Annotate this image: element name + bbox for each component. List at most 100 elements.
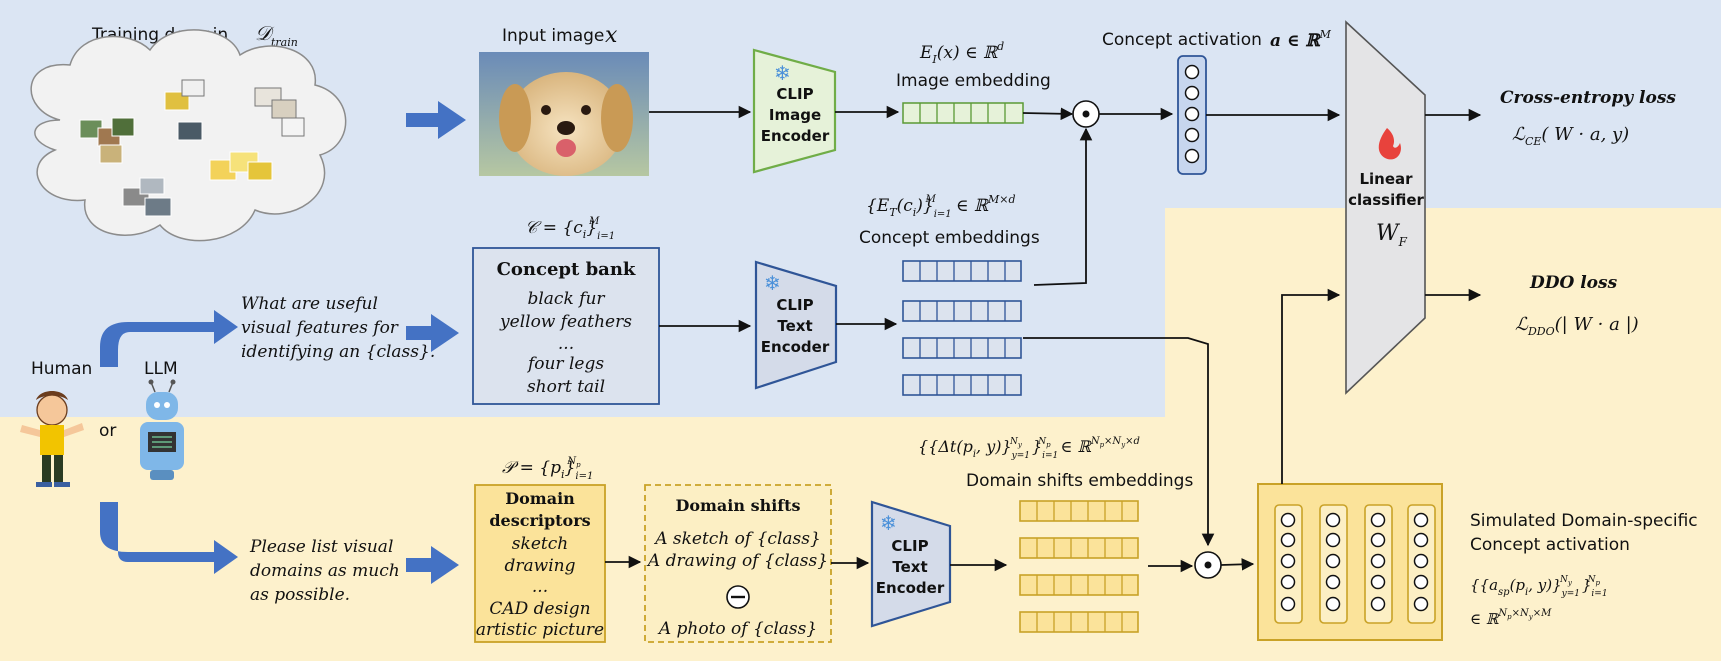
- human-leg: [42, 455, 51, 483]
- domain-descriptor-item: CAD design: [489, 599, 590, 619]
- human-shirt: [40, 425, 64, 455]
- llm-robot: LLM: [140, 359, 184, 480]
- text-encoder-label: CLIP: [776, 296, 813, 314]
- concept-activation: Concept activation a ∈ ℝM: [1102, 28, 1332, 175]
- domain-shift-item: A sketch of {class}: [653, 529, 821, 549]
- activation-cell: [1184, 106, 1200, 122]
- classifier-weight-symbol: WF: [1376, 221, 1408, 249]
- text-encoder-trapezoid: [754, 260, 838, 390]
- thumb: [111, 117, 135, 137]
- clip-text-encoder: ❄ CLIP Text Encoder: [754, 260, 838, 390]
- human-arms: [20, 423, 84, 437]
- dog-eye: [581, 105, 591, 115]
- activation-cell: [1184, 85, 1200, 101]
- question-line: visual features for: [241, 318, 399, 338]
- human-hair: [36, 391, 68, 400]
- shift-embedding-rows: [1019, 500, 1139, 633]
- snowflake-icon: ❄: [774, 61, 791, 85]
- clip-text-encoder-2: ❄ CLIP Text Encoder: [870, 500, 952, 628]
- human-label: Human: [31, 359, 92, 379]
- human-head: [36, 394, 68, 426]
- question-line: What are useful: [241, 294, 378, 314]
- shift-embedding-row: [1019, 537, 1139, 559]
- dog-right-ear: [601, 84, 633, 152]
- thumb: [247, 161, 273, 181]
- training-thumbnails: [79, 79, 305, 217]
- domain-question-line: Please list visual: [249, 537, 393, 557]
- human-shoe: [54, 482, 70, 487]
- simulated-activations: [1257, 483, 1443, 641]
- domain-descriptor-item: artistic picture: [476, 620, 604, 640]
- image-encoder-label: CLIP: [776, 85, 813, 103]
- text-encoder-label: CLIP: [891, 537, 928, 555]
- question-line: identifying an {class}.: [241, 342, 435, 362]
- text-encoder-label: Text: [892, 558, 927, 576]
- descriptor-set-formula: 𝒫 = {pi}i=1Np: [502, 456, 593, 482]
- domain-shifts-title: Domain shifts: [675, 496, 800, 515]
- arrow-concepts-to-dot2: [1023, 337, 1215, 547]
- simulated-description: Simulated Domain-specific Concept activa…: [1470, 511, 1698, 628]
- thumb: [99, 144, 123, 164]
- image-encoder-trapezoid: [752, 48, 837, 174]
- clip-image-encoder: ❄ CLIP Image Encoder: [752, 48, 837, 174]
- domain-descriptors-title: Domain: [505, 489, 575, 508]
- simulated-cell: [1413, 532, 1429, 548]
- dog-left-ear: [499, 84, 531, 152]
- ce-loss-title: Cross-entropy loss: [1500, 88, 1676, 108]
- activation-cell: [1184, 64, 1200, 80]
- concept-set-formula: 𝒞 = {ci}i=1M: [525, 216, 615, 242]
- curved-block-arrow-to-question: [100, 310, 238, 367]
- simulated-cell: [1280, 553, 1296, 569]
- simulated-cell: [1370, 596, 1386, 612]
- llm-label: LLM: [144, 359, 178, 379]
- concept-embedding-cells: [919, 261, 1006, 395]
- shift-embedding-row: [1019, 500, 1139, 522]
- ddo-loss-formula: ℒDDO(| W · a |): [1515, 314, 1639, 338]
- simulated-label-line: Simulated Domain-specific: [1470, 511, 1698, 531]
- dot-product-dot: [1204, 561, 1212, 569]
- simulated-cell: [1325, 512, 1341, 528]
- concept-activation-formula: a ∈ ℝM: [1270, 28, 1332, 51]
- ddo-loss: DDO loss ℒDDO(| W · a |): [1515, 273, 1639, 338]
- classifier-label: classifier: [1348, 191, 1424, 209]
- image-encoder-label: Image: [769, 106, 821, 124]
- domain-descriptors-box: [474, 484, 606, 643]
- human-shoe: [36, 482, 52, 487]
- arrow-simulated-to-classifier: [1281, 288, 1341, 484]
- simulated-cell: [1413, 574, 1429, 590]
- activation-cell: [1184, 148, 1200, 164]
- dot-product-operator: [1072, 100, 1100, 128]
- snowflake-icon: ❄: [764, 271, 781, 295]
- concept-bank-item: four legs: [526, 354, 604, 374]
- image-embedding: EI(x) ∈ ℝd Image embedding: [896, 40, 1051, 124]
- robot-base: [150, 470, 174, 480]
- block-arrow-to-concept-bank: [406, 314, 459, 352]
- dog-nose: [557, 121, 575, 135]
- ce-loss-formula: ℒCE( W · a, y): [1512, 124, 1629, 148]
- shift-embedding-row: [1019, 574, 1139, 596]
- simulated-cell: [1280, 574, 1296, 590]
- ce-loss: Cross-entropy loss ℒCE( W · a, y): [1500, 88, 1676, 148]
- block-arrow-to-image: [406, 101, 466, 139]
- concept-bank: Concept bank black fur yellow feathers .…: [472, 247, 660, 405]
- input-image-label: Input image: [502, 26, 604, 46]
- snowflake-icon: ❄: [880, 511, 897, 535]
- simulated-formula-2: ∈ ℝNp×Ny×M: [1470, 608, 1552, 628]
- dog-eye: [541, 105, 551, 115]
- text-encoder-label: Encoder: [876, 579, 945, 597]
- robot-eye: [164, 402, 170, 408]
- dot-product-operator-2: [1194, 551, 1222, 579]
- classifier-trapezoid: [1345, 20, 1426, 395]
- or-label: or: [99, 421, 116, 441]
- domain-descriptor-item: drawing: [505, 556, 576, 576]
- image-encoder-label: Encoder: [761, 127, 830, 145]
- domain-shifts: Domain shifts A sketch of {class} A draw…: [644, 484, 832, 643]
- activation-cell: [1184, 127, 1200, 143]
- domain-descriptor-item: sketch: [512, 534, 568, 554]
- dot-product-dot: [1082, 110, 1090, 118]
- simulated-cell: [1280, 596, 1296, 612]
- concept-embeddings-formula: {ET(ci)}i=1M∈ ℝM×d: [866, 193, 1016, 220]
- human-figure: Human: [20, 359, 92, 487]
- thumb: [181, 79, 205, 97]
